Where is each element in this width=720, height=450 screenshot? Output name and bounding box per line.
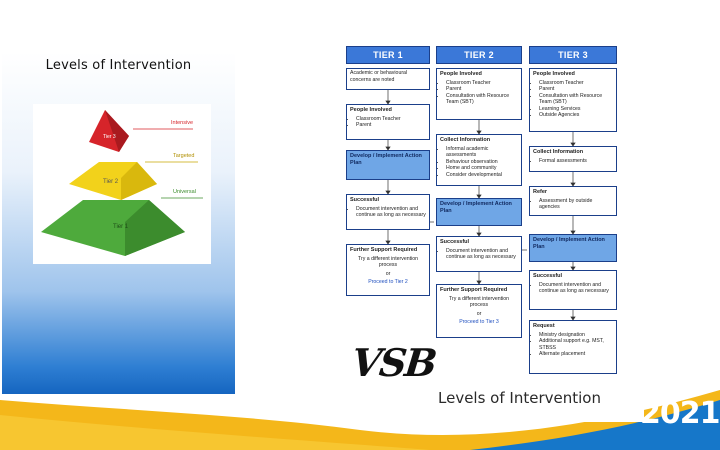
pyramid-label-tier1: Tier 1 — [113, 224, 129, 230]
logo-vsb-text: VSB — [646, 382, 676, 398]
wave-light — [0, 415, 430, 450]
tier1-further-text: Try a different intervention process — [358, 255, 418, 269]
pyramid-tier3-side — [105, 110, 129, 152]
tier1-action-plan-title: Develop / Implement Action Plan — [350, 153, 422, 166]
proceed-tier2-link[interactable]: Proceed to Tier 2 — [368, 279, 408, 285]
list-item: Consultation with Resource Team (SBT) — [539, 93, 613, 106]
tier3-refer-list: Assessment by outside agencies — [530, 197, 616, 211]
vsb-signature: VSB — [349, 340, 438, 385]
tier3-successful-list: Document intervention and continue as lo… — [530, 281, 616, 295]
tier2-successful-list: Document intervention and continue as lo… — [437, 247, 521, 261]
list-item: Consider developmental — [446, 172, 518, 179]
list-item: Document intervention and continue as lo… — [539, 282, 613, 295]
tier1-action-plan-box: Develop / Implement Action Plan — [346, 150, 430, 180]
tier3-people-list: Classroom Teacher Parent Consultation wi… — [530, 79, 616, 119]
tier2-further-box: Further Support Required Try a different… — [436, 284, 522, 338]
flow-arrows — [385, 90, 576, 321]
tier3-request-box: Request Ministry designation Additional … — [529, 320, 617, 374]
header-tier3: TIER 3 — [529, 46, 617, 64]
tier3-collect-box: Collect Information Formal assessments — [529, 146, 617, 172]
tier2-further-or: or — [476, 310, 482, 317]
list-item: Behaviour observation — [446, 159, 518, 166]
tier2-people-title: People Involved — [440, 71, 482, 77]
tier3-request-title: Request — [533, 323, 555, 329]
tier2-successful-title: Successful — [440, 239, 470, 245]
tier1-people-box: People Involved Classroom Teacher Parent — [346, 104, 430, 140]
proceed-tier3-link[interactable]: Proceed to Tier 3 — [459, 319, 499, 325]
document-title: Levels of Intervention — [438, 389, 601, 407]
logo-year-text: 2021 — [640, 396, 720, 431]
list-item: Document intervention and continue as lo… — [356, 206, 426, 219]
tier3-action-plan-title: Develop / Implement Action Plan — [533, 237, 605, 250]
pyramid-tier1-side — [125, 200, 185, 256]
tier1-concerns-box: Academic or behavioural concerns are not… — [346, 68, 430, 90]
tier1-people-title: People Involved — [350, 107, 392, 113]
list-item: Parent — [356, 122, 426, 129]
list-item: Outside Agencies — [539, 112, 613, 119]
tier3-collect-list: Formal assessments — [530, 157, 616, 165]
tier3-refer-title: Refer — [533, 189, 548, 195]
tier2-action-plan-box: Develop / Implement Action Plan — [436, 198, 522, 226]
pyramid-graphic: Tier 3 Tier 2 Tier 1 Intensive Targeted … — [41, 110, 203, 256]
pyramid-label-tier3: Tier 3 — [103, 134, 116, 140]
list-item: Document intervention and continue as lo… — [446, 248, 518, 261]
left-panel: Levels of Intervention Tier 3 Tier 2 Tie… — [2, 52, 235, 394]
tier3-action-plan-box: Develop / Implement Action Plan — [529, 234, 617, 262]
list-item: Classroom Teacher — [539, 80, 613, 87]
bottom-wave — [0, 390, 720, 450]
list-item: Ministry designation — [539, 332, 613, 339]
wave-blue — [470, 400, 720, 450]
list-item: Home and community — [446, 165, 518, 172]
list-item: Assessment by outside agencies — [539, 198, 613, 211]
list-item: Learning Services — [539, 106, 613, 113]
tier2-further-title: Further Support Required — [440, 287, 508, 293]
left-panel-title: Levels of Intervention — [45, 58, 192, 73]
tier2-collect-title: Collect Information — [440, 137, 491, 143]
tier1-successful-title: Successful — [350, 197, 380, 203]
tier2-further-text: Try a different intervention process — [449, 295, 509, 309]
list-item: Parent — [446, 86, 518, 93]
tier2-people-box: People Involved Classroom Teacher Parent… — [436, 68, 522, 120]
tier2-collect-list: Informal academic assessments Behaviour … — [437, 145, 521, 179]
tier1-concerns-text: Academic or behavioural concerns are not… — [350, 70, 408, 83]
list-item: Classroom Teacher — [446, 80, 518, 87]
list-item: Informal academic assessments — [446, 146, 518, 159]
list-item: Parent — [539, 86, 613, 93]
header-tier2: TIER 2 — [436, 46, 522, 64]
header-tier1: TIER 1 — [346, 46, 430, 64]
pyramid-figure: Tier 3 Tier 2 Tier 1 Intensive Targeted … — [33, 104, 211, 264]
list-item: Consultation with Resource Team (SBT) — [446, 93, 518, 106]
tier3-successful-box: Successful Document intervention and con… — [529, 270, 617, 310]
list-item: Alternate placement — [539, 351, 613, 358]
list-item: Additional support e.g. MST, STBSS — [539, 338, 613, 351]
tier3-successful-title: Successful — [533, 273, 563, 279]
tier1-successful-list: Document intervention and continue as lo… — [347, 205, 429, 219]
tier3-collect-title: Collect Information — [533, 149, 584, 155]
tier3-people-title: People Involved — [533, 71, 575, 77]
intervention-document: TIER 1 TIER 2 TIER 3 Academic or behavio… — [322, 22, 644, 422]
tier3-people-box: People Involved Classroom Teacher Parent… — [529, 68, 617, 132]
tier3-request-list: Ministry designation Additional support … — [530, 331, 616, 358]
tier1-further-box: Further Support Required Try a different… — [346, 244, 430, 296]
tier1-further-title: Further Support Required — [350, 247, 418, 253]
targeted-label: Targeted — [173, 153, 194, 159]
tier2-people-list: Classroom Teacher Parent Consultation wi… — [437, 79, 521, 106]
tier1-people-list: Classroom Teacher Parent — [347, 115, 429, 129]
pyramid-label-tier2: Tier 2 — [103, 179, 119, 185]
intensive-label: Intensive — [171, 120, 193, 126]
pyramid-tier2-side — [121, 162, 157, 200]
list-item: Classroom Teacher — [356, 116, 426, 123]
tier1-further-or: or — [385, 270, 391, 277]
universal-label: Universal — [173, 189, 196, 195]
tier2-action-plan-title: Develop / Implement Action Plan — [440, 201, 512, 214]
list-item: Formal assessments — [539, 158, 613, 165]
tier2-successful-box: Successful Document intervention and con… — [436, 236, 522, 272]
